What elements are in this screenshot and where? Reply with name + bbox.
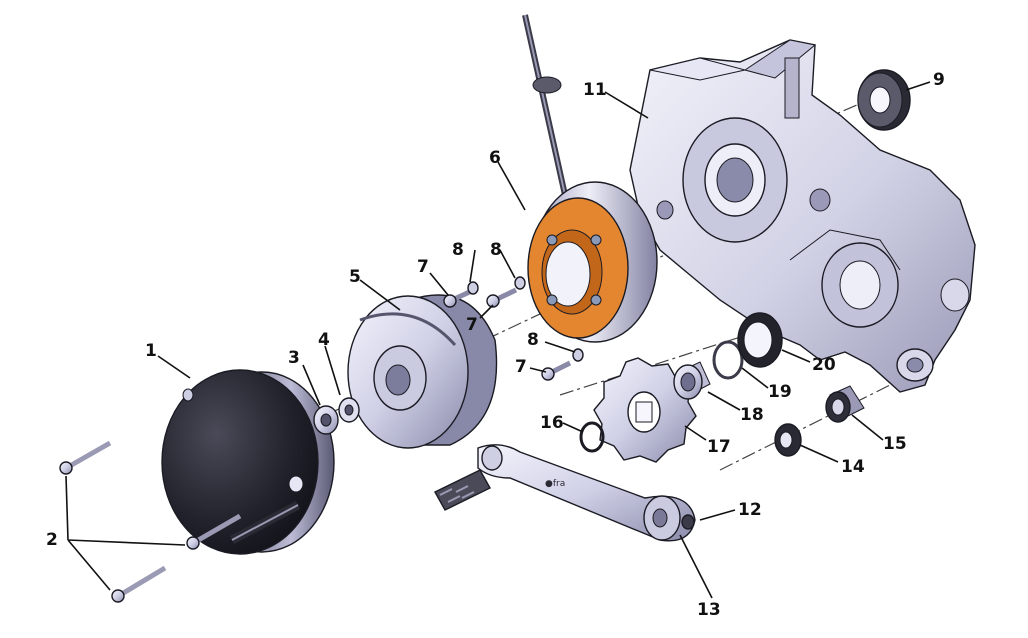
callout-16: 16 (540, 413, 564, 433)
callout-1: 1 (145, 341, 157, 361)
leader-lines (65, 81, 931, 599)
part-lever-bolt (681, 514, 695, 530)
part-lever: ●fra (434, 444, 696, 542)
part-needle-bearing-15 (825, 385, 865, 423)
callout-5: 5 (349, 267, 361, 287)
part-cover-bolts (59, 440, 242, 603)
part-shaft-seal (737, 312, 783, 368)
callout-7: 7 (417, 257, 429, 277)
callout-6: 6 (489, 148, 501, 168)
callout-11: 11 (583, 80, 607, 100)
callout-15: 15 (883, 434, 907, 454)
centerline-shift-shaft (719, 379, 901, 471)
callout-2: 2 (46, 530, 58, 550)
callout-19: 19 (768, 382, 792, 402)
part-seal-9 (857, 69, 911, 131)
part-circlip (579, 421, 605, 453)
callout-9: 9 (933, 70, 945, 90)
part-stator (522, 14, 658, 343)
part-washer (338, 397, 360, 423)
part-crankcase (629, 39, 976, 393)
part-screws-washers (443, 276, 584, 381)
callout-8: 8 (527, 330, 539, 350)
callout-labels: 1 2 3 4 5 6 7 8 8 7 8 7 9 11 12 13 14 15… (46, 70, 945, 620)
callout-18: 18 (740, 405, 764, 425)
callout-20: 20 (812, 355, 836, 375)
part-flywheel-rotor (347, 294, 498, 449)
callout-17: 17 (707, 437, 731, 457)
part-o-ring (712, 340, 744, 380)
part-spacer (673, 361, 711, 400)
part-nut (313, 405, 339, 435)
callout-7: 7 (515, 357, 527, 377)
callout-14: 14 (841, 457, 865, 477)
callout-8: 8 (452, 240, 464, 260)
callout-8: 8 (490, 240, 502, 260)
callout-3: 3 (288, 348, 300, 368)
callout-7: 7 (466, 315, 478, 335)
callout-12: 12 (738, 500, 762, 520)
part-ignition-cover (161, 369, 335, 555)
callout-4: 4 (318, 330, 330, 350)
lever-logo: ●fra (545, 479, 565, 489)
callout-13: 13 (697, 600, 721, 620)
part-bearing-14 (774, 423, 802, 457)
